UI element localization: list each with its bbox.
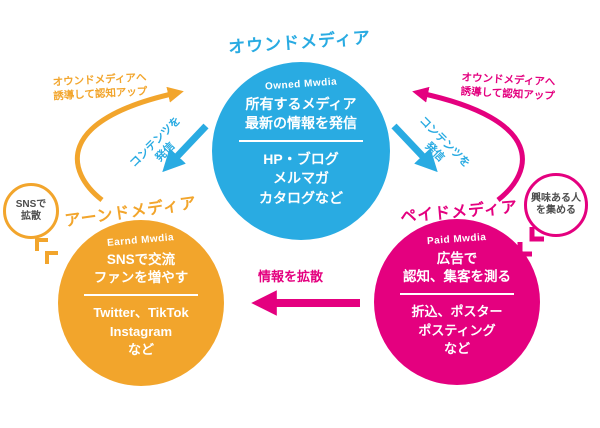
earned-media-description: SNSで交流 ファンを増やす <box>94 251 189 287</box>
paid-media-examples: 折込、ポスター ポスティング など <box>411 303 502 358</box>
owned-media-title: オウンドメディア <box>227 28 372 57</box>
owned-to-earned-label: コンテンツを 発信 <box>119 106 202 189</box>
paid-media-description: 広告で 認知、集客を測る <box>403 250 511 286</box>
paid-desc-line1: 広告で <box>436 251 478 266</box>
earned-media-circle: Earnd Mwdia SNSで交流 ファンを増やす Twitter、TikTo… <box>58 220 224 386</box>
earned-media-subtitle: Earnd Mwdia <box>107 232 175 249</box>
earned-example-3: など <box>127 341 154 357</box>
paid-desc-line2: 認知、集客を測る <box>403 269 511 285</box>
owned-media-subtitle: Owned Mwdia <box>264 76 338 93</box>
gather-people-line1: 興味ある人 <box>531 192 581 204</box>
earned-desc-line2: ファンを増やす <box>93 270 189 286</box>
owned-example-3: カタログなど <box>259 189 343 206</box>
paid-to-earned-label: 情報を拡散 <box>258 269 324 284</box>
earned-media-examples: Twitter、TikTok Instagram など <box>93 304 188 359</box>
earned-desc-line1: SNSで交流 <box>106 252 176 267</box>
sns-spread-line1: SNSで <box>15 198 47 210</box>
owned-desc-line1: 所有するメディア <box>245 96 357 112</box>
owned-divider <box>239 139 363 142</box>
owned-to-paid-label: コンテンツを 発信 <box>397 106 480 189</box>
earned-example-1: Twitter、TikTok <box>93 305 189 321</box>
owned-desc-line2: 最新の情報を発信 <box>245 114 357 131</box>
gather-people-line2: を集める <box>536 205 576 216</box>
sns-spread-badge: SNSで 拡散 <box>3 183 59 239</box>
paid-example-1: 折込、ポスター <box>411 304 503 320</box>
owned-media-description: 所有するメディア 最新の情報を発信 <box>245 95 357 133</box>
gather-people-badge: 興味ある人 を集める <box>524 173 588 237</box>
paid-media-circle: Paid Mwdia 広告で 認知、集客を測る 折込、ポスター ポスティング な… <box>374 219 540 385</box>
paid-example-3: など <box>443 340 470 356</box>
sns-spread-line2: 拡散 <box>21 211 41 222</box>
sns-spread-chevron-icon <box>35 238 48 251</box>
earned-example-2: Instagram <box>109 323 173 339</box>
owned-media-examples: HP・ブログ メルマガ カタログなど <box>259 150 343 209</box>
owned-example-2: メルマガ <box>273 170 329 187</box>
paid-example-2: ポスティング <box>418 322 496 338</box>
earned-to-owned-label: オウンドメディアへ 誘導して認知アップ <box>39 71 160 105</box>
paid-divider <box>400 293 514 296</box>
owned-example-1: HP・ブログ <box>263 150 339 167</box>
paid-media-subtitle: Paid Mwdia <box>426 231 488 248</box>
earned-divider <box>84 294 198 297</box>
sns-spread-chevron-icon <box>45 251 58 264</box>
owned-media-circle: Owned Mwdia 所有するメディア 最新の情報を発信 HP・ブログ メルマ… <box>212 62 390 240</box>
paid-to-owned-label: オウンドメディアへ 誘導して認知アップ <box>447 71 568 105</box>
